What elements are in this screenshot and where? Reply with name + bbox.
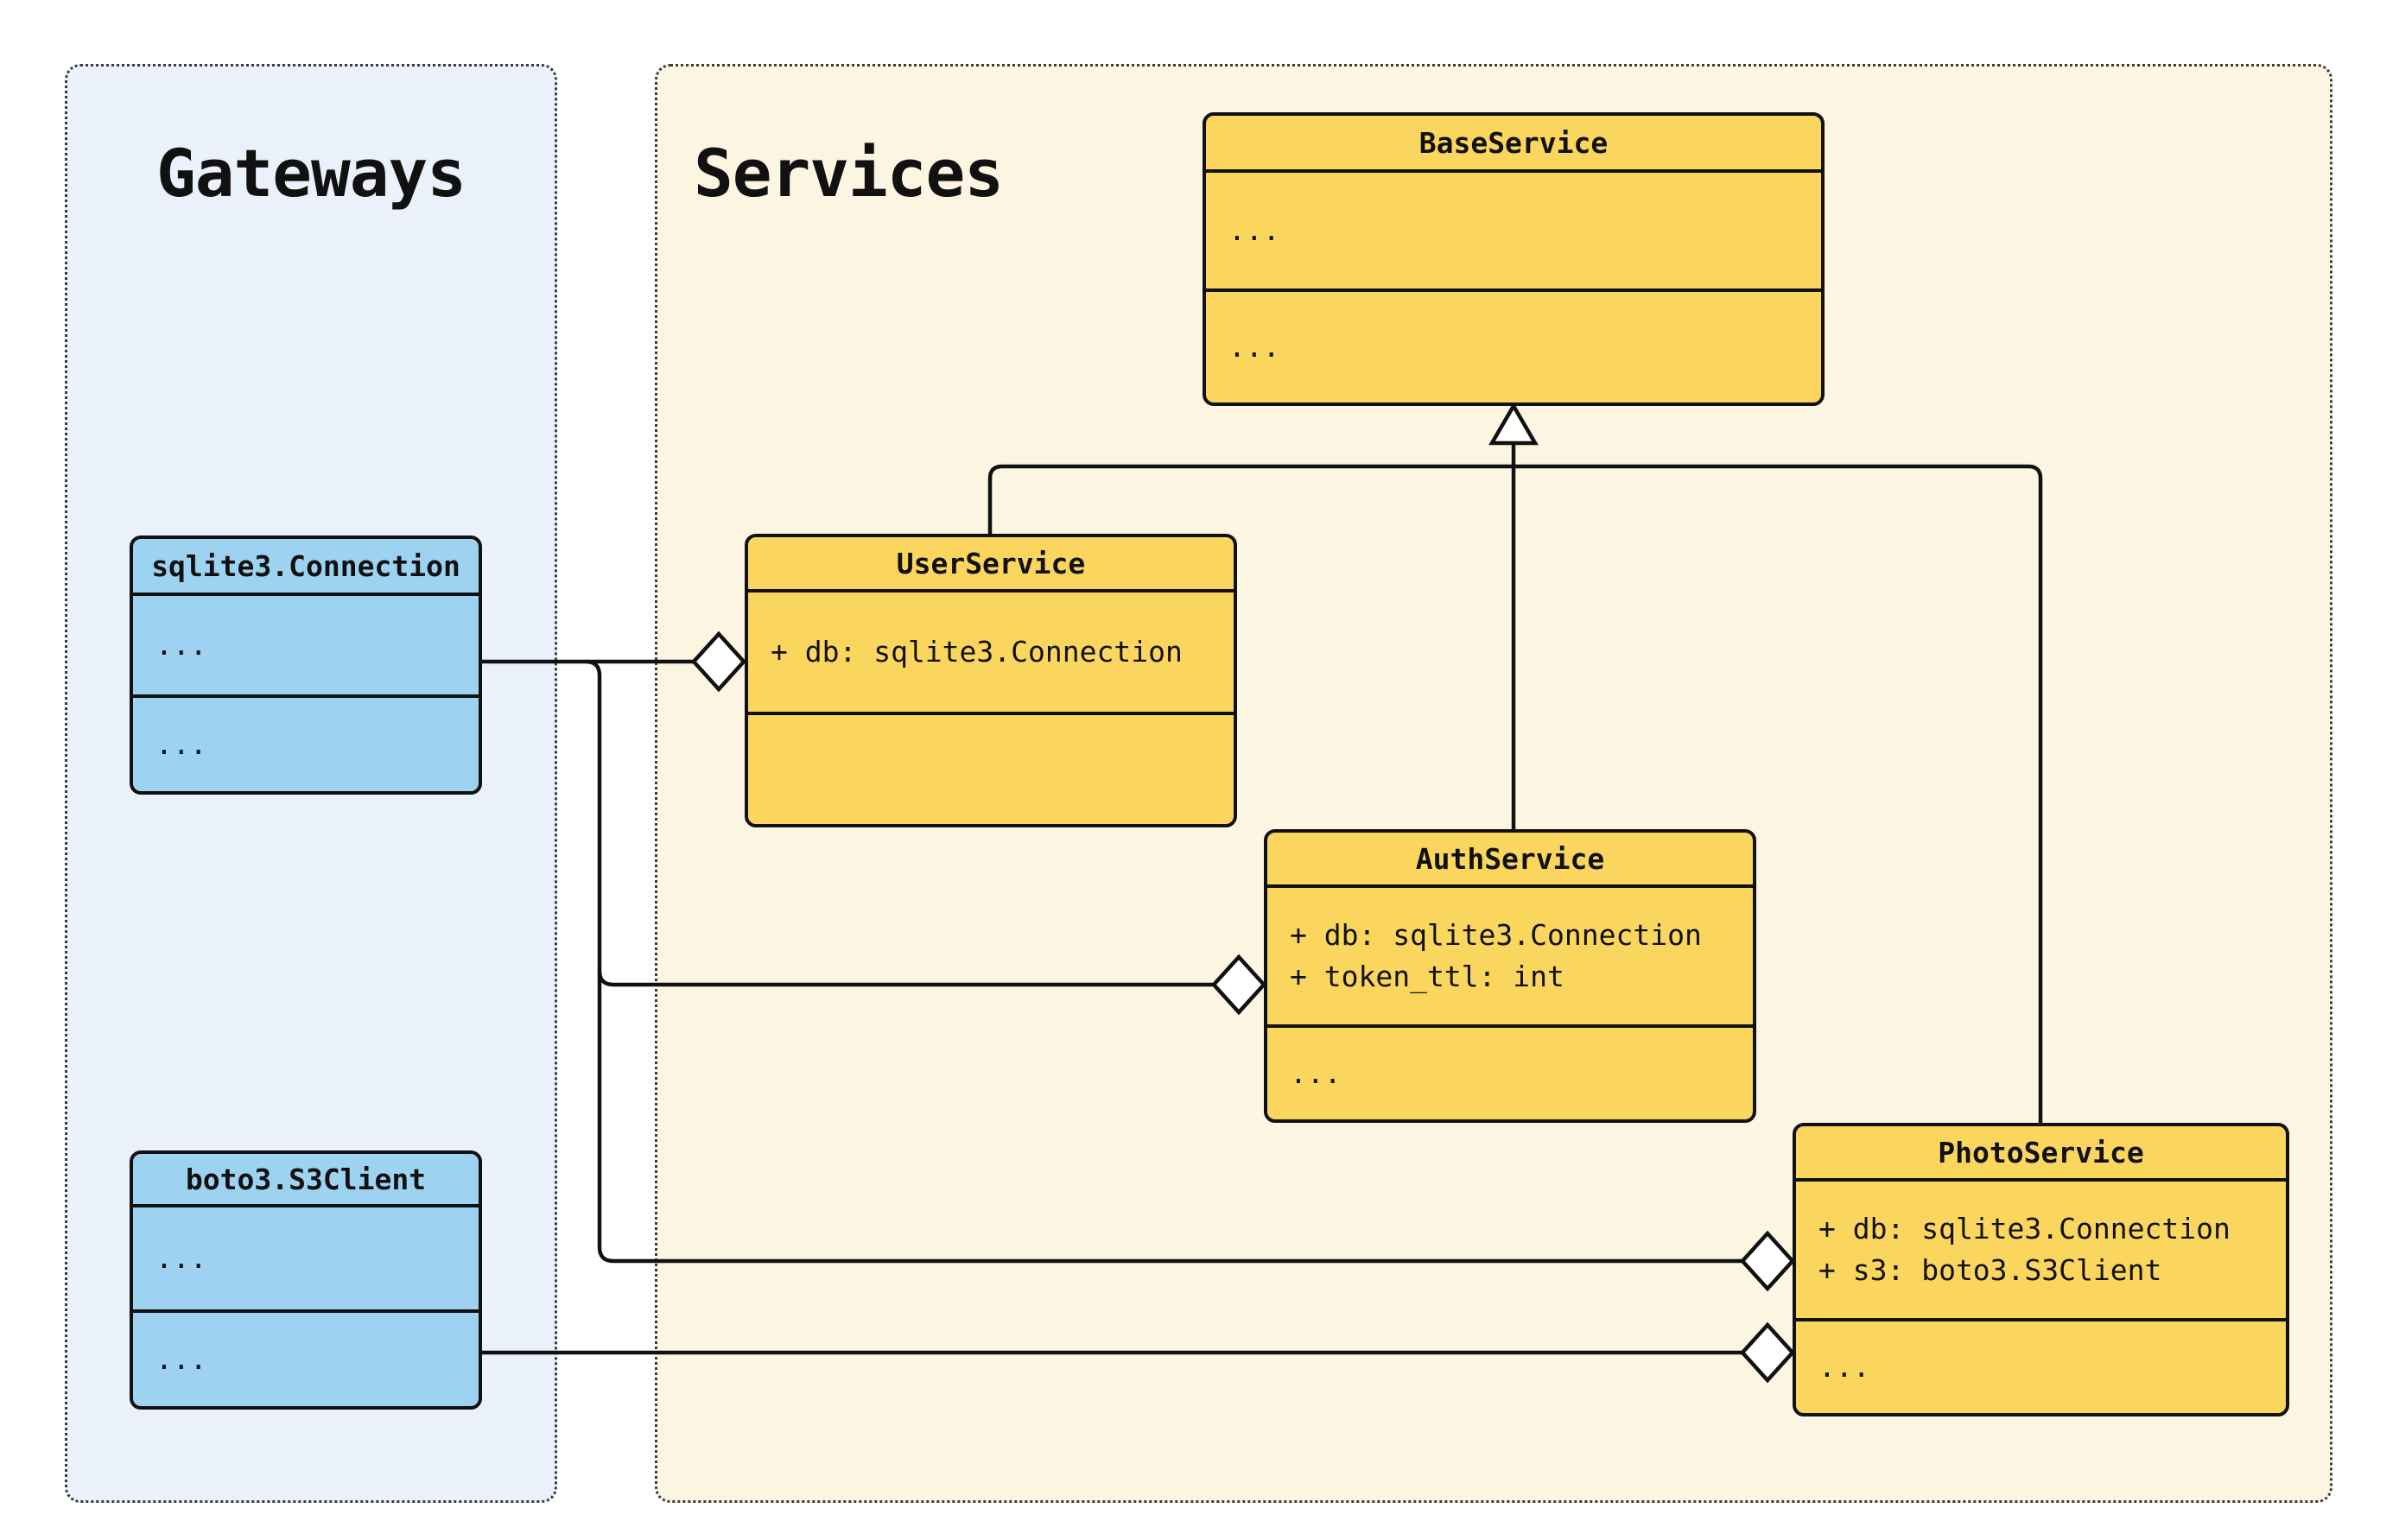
class-title: sqlite3.Connection	[151, 548, 460, 583]
class-methods-compartment: ...	[1267, 1024, 1753, 1119]
class-box-authservice: AuthService + db: sqlite3.Connection + t…	[1264, 829, 1756, 1123]
class-box-baseservice: BaseService ... ...	[1203, 112, 1825, 406]
aggregation-diamond-authservice	[1210, 954, 1267, 1016]
class-attributes-compartment: ...	[133, 1204, 479, 1309]
class-methods-compartment: ...	[133, 694, 479, 791]
inheritance-triangle	[1488, 402, 1539, 446]
method-line: ...	[155, 727, 207, 761]
class-box-userservice: UserService + db: sqlite3.Connection	[745, 534, 1237, 827]
class-methods-compartment: ...	[1796, 1318, 2286, 1413]
class-box-photoservice: PhotoService + db: sqlite3.Connection + …	[1793, 1123, 2289, 1416]
method-line: ...	[155, 1342, 207, 1376]
attribute-line: + db: sqlite3.Connection	[1818, 1212, 2231, 1245]
class-title: boto3.S3Client	[185, 1162, 427, 1196]
class-box-sqlite-connection: sqlite3.Connection ... ...	[130, 536, 482, 795]
attribute-line: ...	[1228, 213, 1280, 247]
class-box-boto3-s3client: boto3.S3Client ... ...	[130, 1150, 482, 1410]
class-methods-compartment: ...	[1206, 288, 1821, 402]
class-methods-compartment	[748, 712, 1234, 824]
class-attributes-compartment: ...	[1206, 169, 1821, 288]
class-attributes-compartment: + db: sqlite3.Connection	[748, 589, 1234, 712]
class-attributes-compartment: ...	[133, 593, 479, 694]
edge-sqlite-branch-trunk	[585, 659, 1742, 1264]
gateways-heading: Gateways	[155, 135, 466, 212]
class-title: AuthService	[1415, 841, 1605, 876]
attribute-line: + token_ttl: int	[1290, 960, 1564, 993]
edge-inheritance-bus	[987, 464, 2043, 1123]
attribute-line: ...	[155, 1241, 207, 1275]
aggregation-diamond-photoservice-db	[1739, 1230, 1796, 1292]
class-methods-compartment: ...	[133, 1309, 479, 1406]
class-title: UserService	[896, 546, 1086, 580]
attribute-line: ...	[155, 628, 207, 662]
services-heading: Services	[694, 135, 1004, 212]
attribute-line: + db: sqlite3.Connection	[771, 635, 1183, 669]
class-title: PhotoService	[1938, 1135, 2144, 1169]
class-attributes-compartment: + db: sqlite3.Connection + s3: boto3.S3C…	[1796, 1178, 2286, 1318]
aggregation-diamond-photoservice-s3	[1739, 1321, 1796, 1384]
method-line: ...	[1228, 330, 1280, 364]
method-line: ...	[1818, 1350, 1870, 1384]
class-title: BaseService	[1418, 125, 1609, 160]
method-line: ...	[1290, 1056, 1342, 1090]
edge-sqlite-to-authservice	[597, 970, 1214, 987]
class-attributes-compartment: + db: sqlite3.Connection + token_ttl: in…	[1267, 884, 1753, 1024]
attribute-line: + s3: boto3.S3Client	[1818, 1253, 2162, 1287]
aggregation-diamond-userservice	[690, 631, 747, 693]
attribute-line: + db: sqlite3.Connection	[1290, 918, 1702, 952]
